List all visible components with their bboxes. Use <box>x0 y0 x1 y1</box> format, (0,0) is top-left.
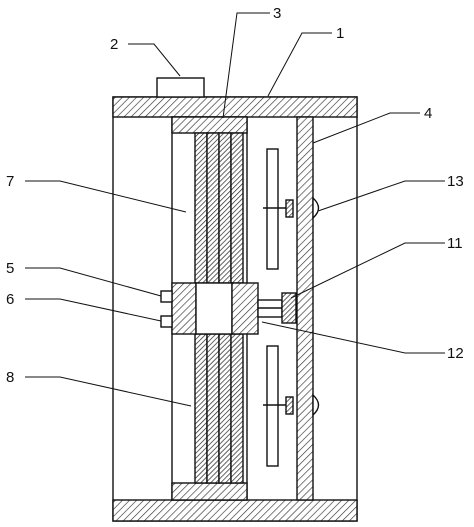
label-7: 7 <box>6 173 14 190</box>
leader-7 <box>25 180 187 213</box>
upper-slide <box>266 148 279 270</box>
lower-fastener-nut <box>285 396 294 415</box>
right-wall <box>296 116 314 501</box>
upper-fastener-dome <box>312 196 320 220</box>
tab-upper <box>160 290 173 303</box>
label-6: 6 <box>6 291 14 308</box>
label-3: 3 <box>273 5 281 22</box>
lower-filter-layer-d <box>230 333 244 484</box>
lower-fastener-dome <box>312 393 320 417</box>
tab-lower <box>160 315 173 328</box>
top-knob <box>156 77 205 98</box>
upper-filter-layer-c <box>218 132 232 284</box>
leader-6 <box>25 298 162 322</box>
label-8: 8 <box>6 369 14 386</box>
leader-5 <box>25 267 162 297</box>
label-2: 2 <box>110 36 118 53</box>
inner-frame-bottom-block <box>171 482 248 501</box>
lower-slide <box>266 345 279 467</box>
label-11: 11 <box>447 235 463 252</box>
upper-filter-layer-d <box>230 132 244 284</box>
lower-filter-layer-c <box>218 333 232 484</box>
leader-2 <box>128 43 181 77</box>
leader-12 <box>261 321 445 354</box>
label-1: 1 <box>336 25 344 42</box>
leader-8 <box>25 376 192 407</box>
lower-filter-layer-b <box>206 333 220 484</box>
label-13: 13 <box>447 173 464 190</box>
upper-filter-layer-b <box>206 132 220 284</box>
upper-filter-layer-a <box>194 132 208 284</box>
center-block-right <box>231 282 259 335</box>
top-plate <box>112 96 358 118</box>
label-5: 5 <box>6 260 14 277</box>
inner-frame-top-block <box>171 116 248 134</box>
center-block-left <box>171 282 197 335</box>
label-12: 12 <box>447 345 464 362</box>
upper-fastener-nut <box>285 199 294 218</box>
bottom-plate <box>112 499 358 522</box>
lower-filter-layer-a <box>194 333 208 484</box>
label-4: 4 <box>424 105 432 122</box>
leader-4 <box>312 112 420 144</box>
leader-3 <box>222 12 270 119</box>
brush-head <box>281 292 297 324</box>
leader-11 <box>290 242 445 299</box>
leader-13 <box>317 180 445 212</box>
leader-1 <box>267 32 332 97</box>
center-block-middle <box>195 282 233 335</box>
